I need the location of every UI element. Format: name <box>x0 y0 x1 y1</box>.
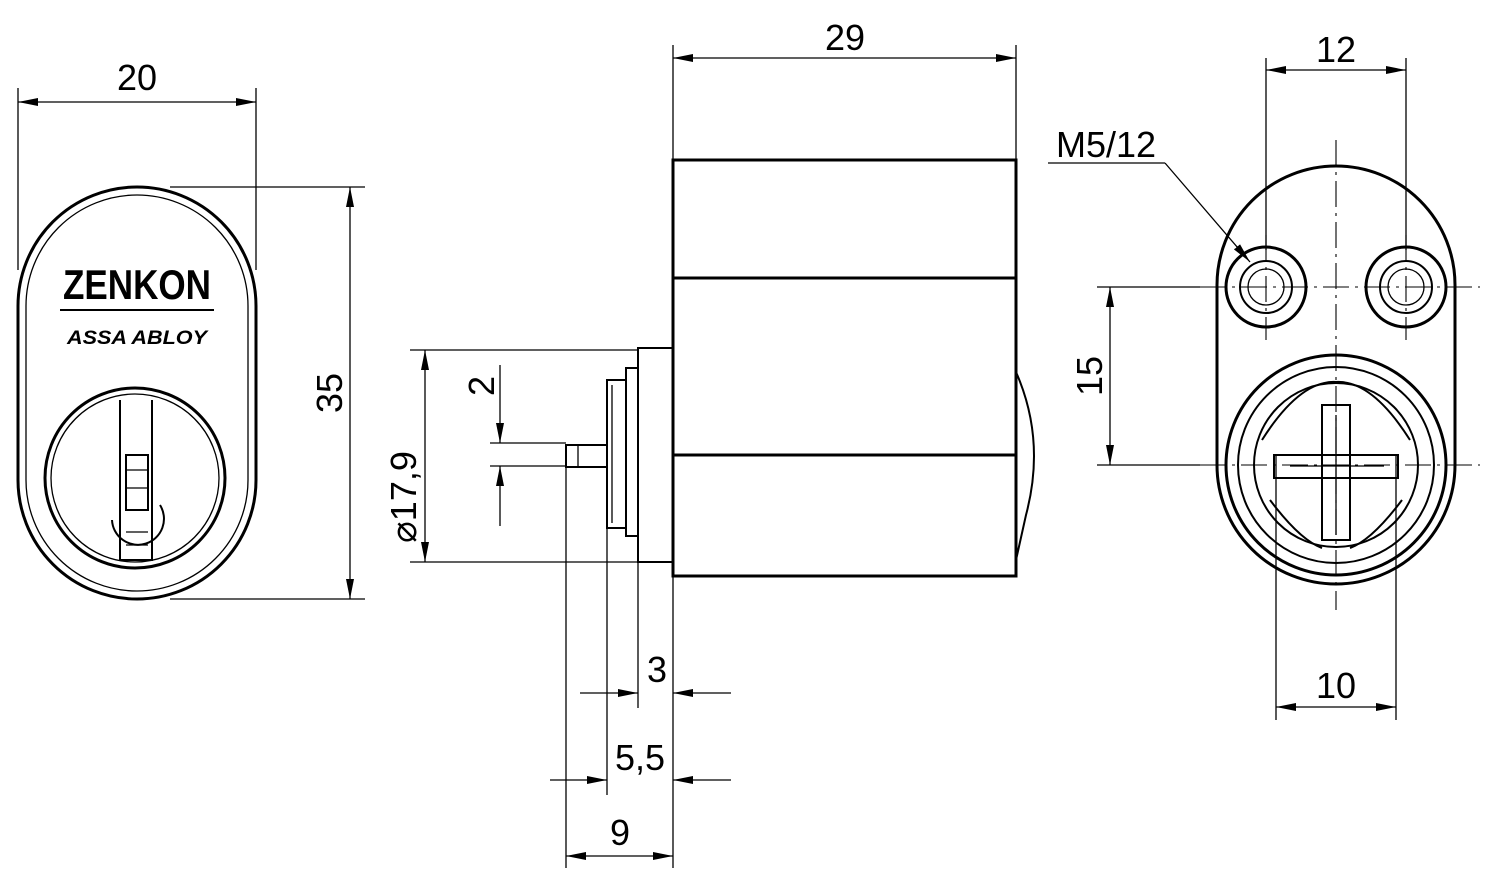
thread-spec-label: M5/12 <box>1056 124 1156 165</box>
dim-shaft-9: 9 <box>610 812 630 853</box>
dim-flange-5-5: 5,5 <box>615 737 665 778</box>
side-view: 29 ⌀17,9 2 3 5,5 9 <box>383 17 1035 868</box>
brand-group: ASSA ABLOY <box>66 328 210 349</box>
cylinder-face <box>43 386 227 570</box>
flange-middle <box>625 367 639 537</box>
brand-logo: ZENKON ASSA ABLOY <box>60 261 214 349</box>
brand-name: ZENKON <box>63 261 211 308</box>
dim-flange-3: 3 <box>647 649 667 690</box>
cylinder-body <box>671 158 1018 578</box>
thread-leader <box>1164 162 1251 263</box>
dim-front-width: 20 <box>117 57 157 98</box>
flange-outer <box>637 347 674 563</box>
dim-hole-spacing: 12 <box>1316 29 1356 70</box>
flange-inner <box>606 379 627 529</box>
dim-shaft-offset: 2 <box>461 376 502 396</box>
keyway <box>111 400 165 561</box>
dim-bore-width: 10 <box>1316 665 1356 706</box>
dim-flange-diameter: ⌀17,9 <box>383 451 424 543</box>
front-view: ZENKON ASSA ABLOY 20 35 <box>16 57 365 601</box>
cam-profile <box>1015 371 1035 561</box>
dim-hole-to-center: 15 <box>1069 356 1110 396</box>
cylinder-face-inner <box>50 393 220 563</box>
escutcheon-inner-outline <box>25 194 249 592</box>
rear-view: 12 M5/12 15 10 <box>1048 29 1480 720</box>
dim-body-length: 29 <box>825 17 865 58</box>
shaft <box>565 444 608 468</box>
dim-front-height: 35 <box>309 373 350 413</box>
escutcheon-outline <box>16 185 258 601</box>
